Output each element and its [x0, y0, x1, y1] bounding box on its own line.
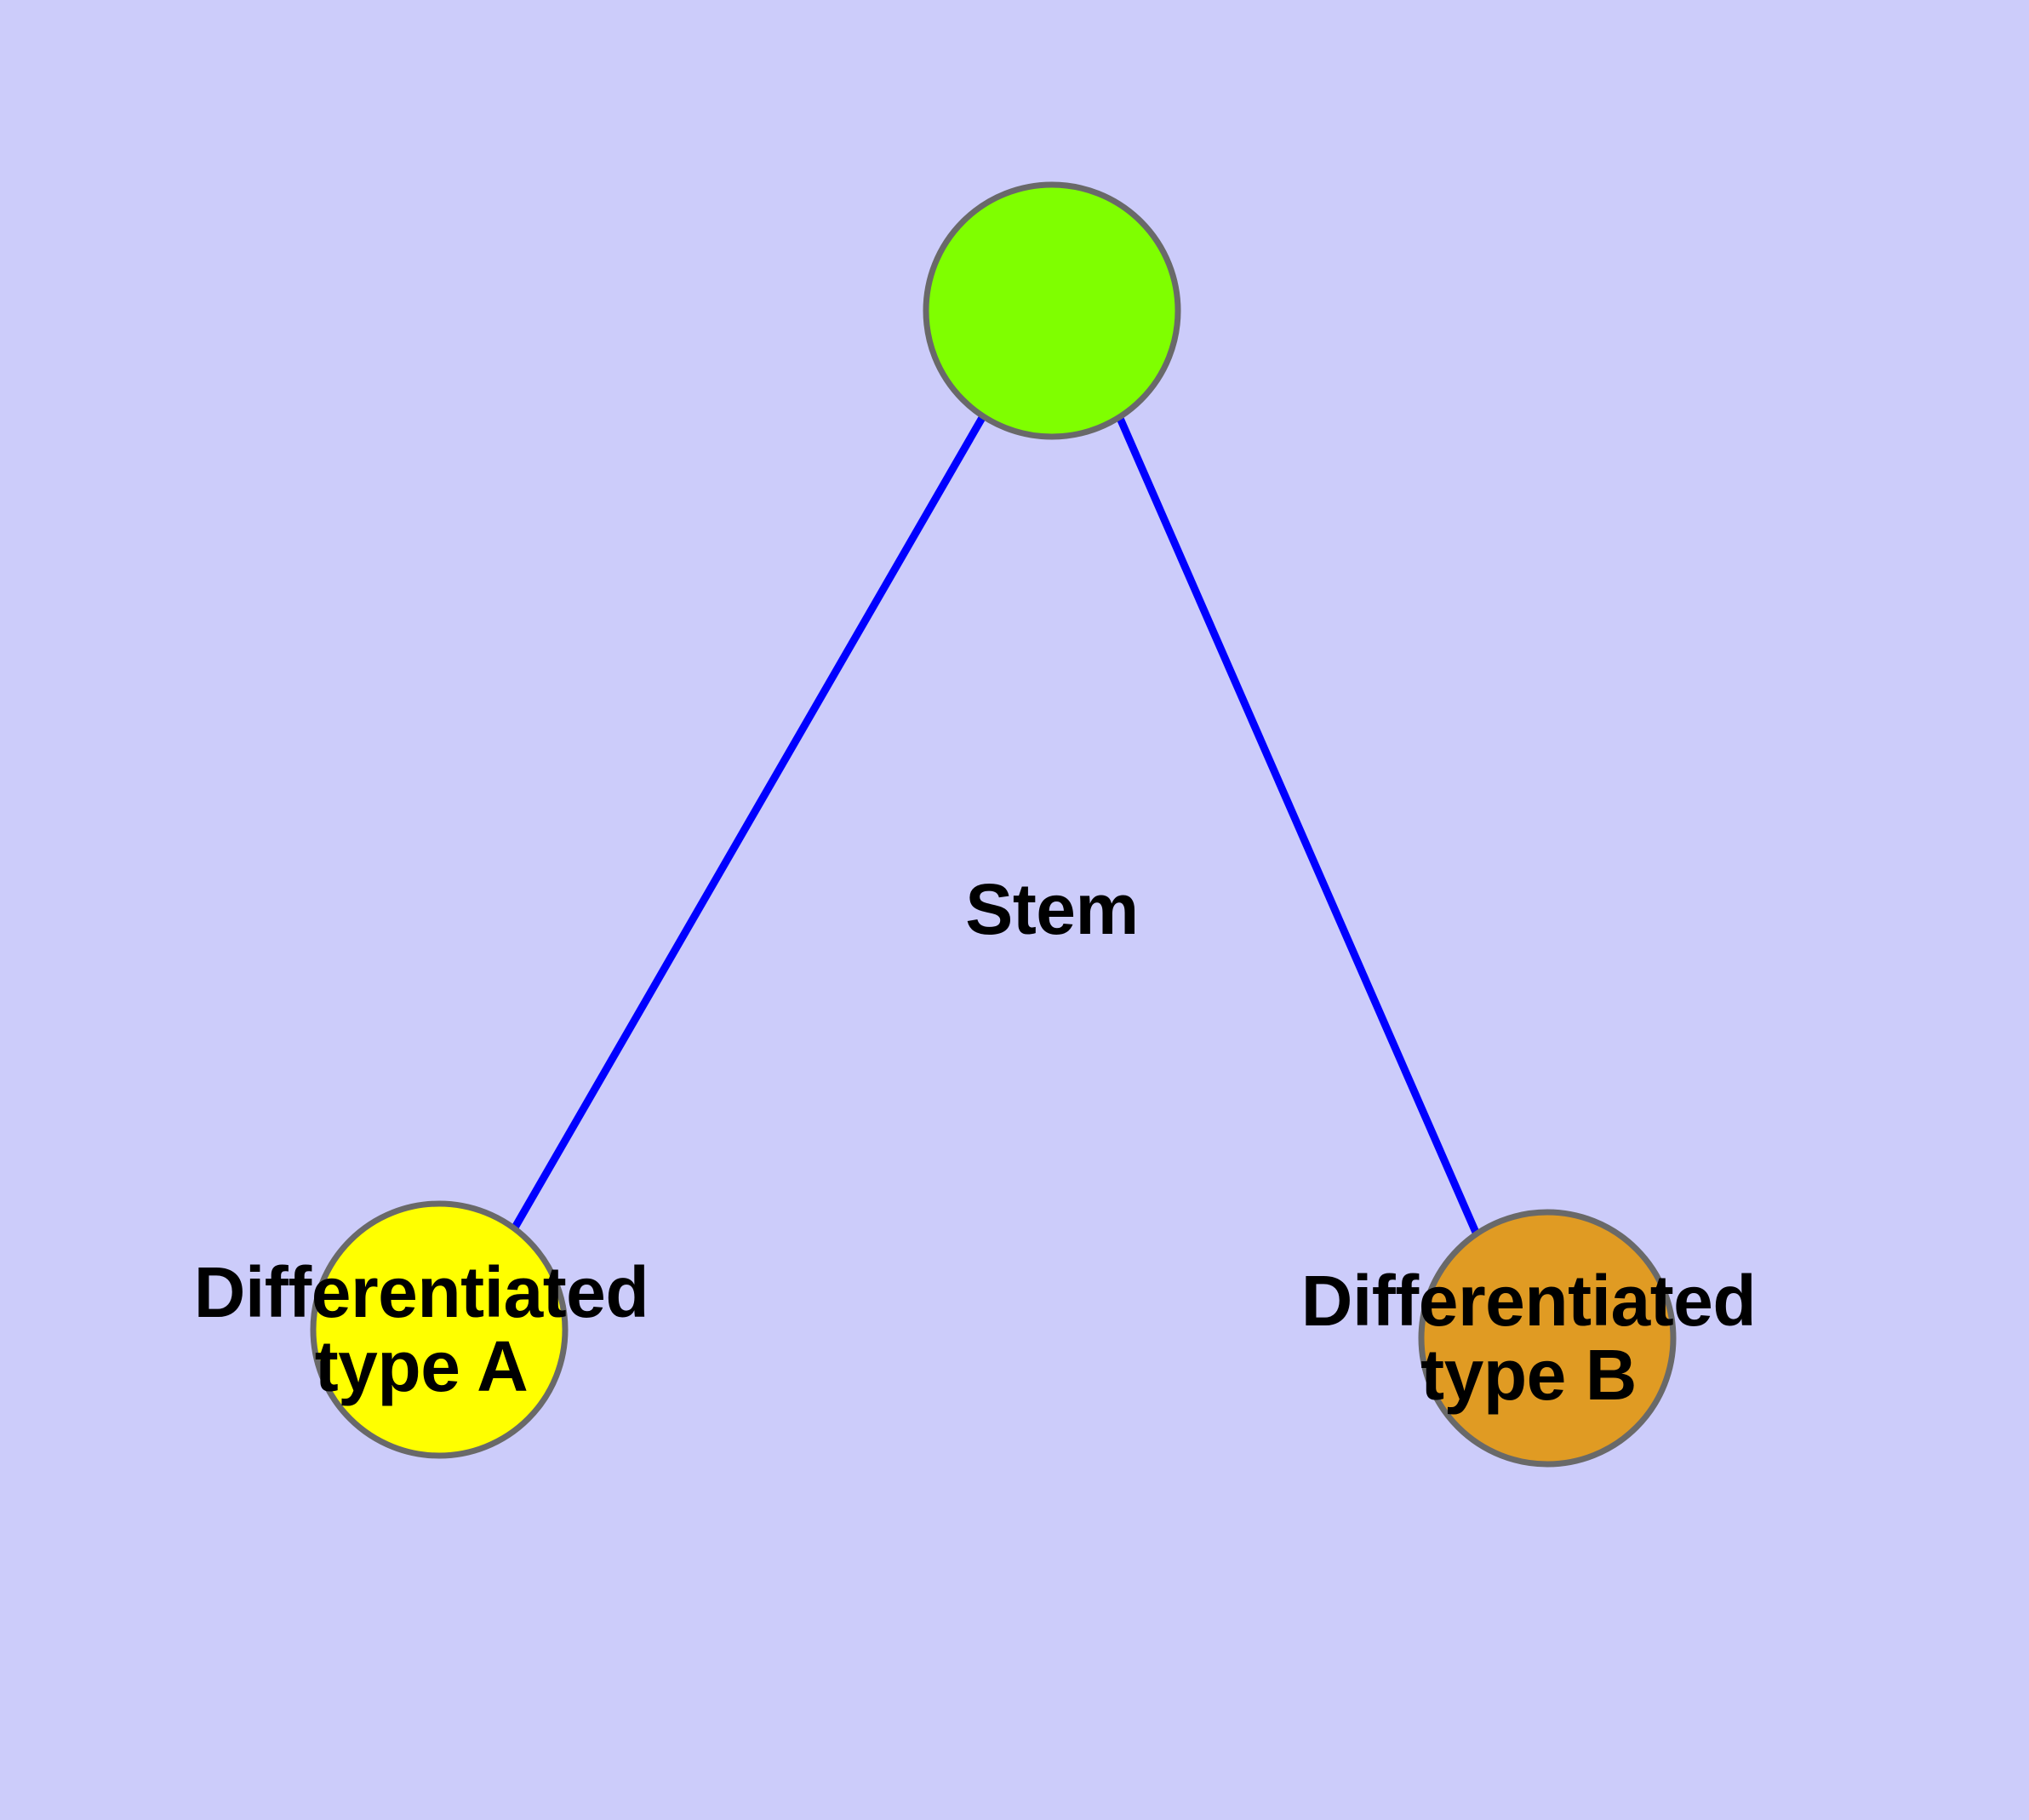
edge-layer: [512, 414, 1481, 1236]
edge-stem-to-diff-b: [1115, 415, 1481, 1236]
node-differentiated-type-a[interactable]: [310, 1200, 569, 1459]
node-differentiated-type-b[interactable]: [1418, 1209, 1677, 1468]
node-stem[interactable]: [923, 181, 1181, 440]
edge-stem-to-diff-a: [512, 414, 986, 1230]
node-layer: [310, 181, 1677, 1468]
